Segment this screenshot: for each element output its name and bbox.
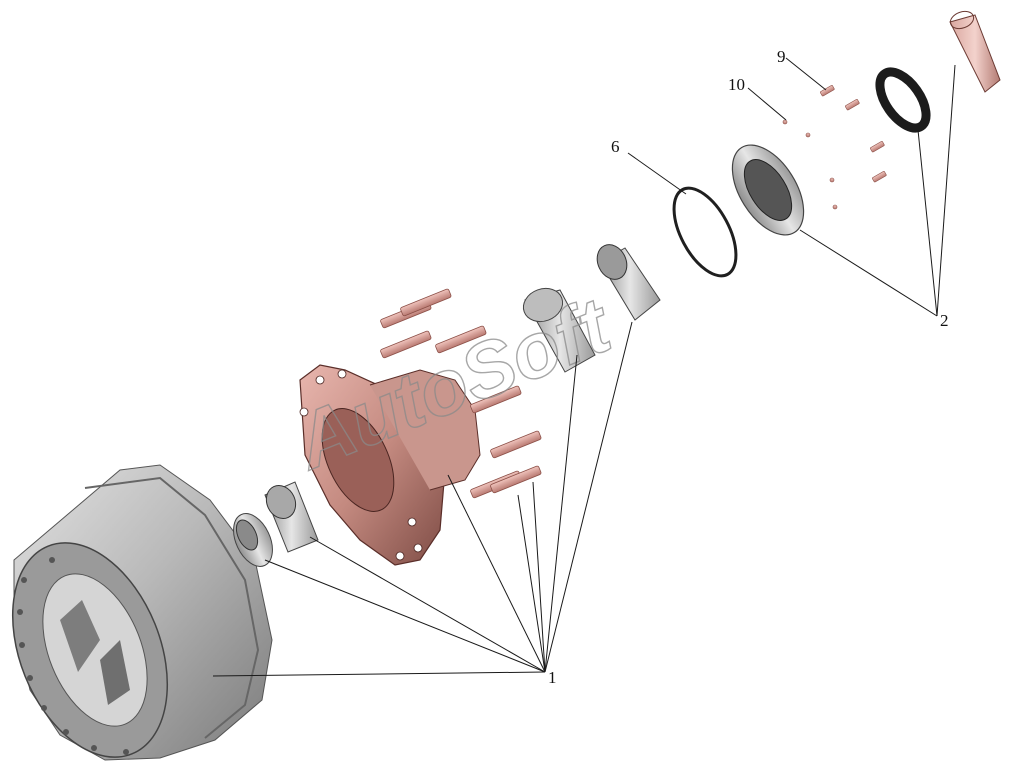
small-bearing-cup	[264, 481, 319, 553]
wear-ring	[949, 10, 1001, 93]
large-bearing-cup	[522, 287, 596, 373]
callout-9: 9	[777, 47, 786, 66]
seal-housing	[731, 144, 805, 236]
oil-seal	[875, 67, 931, 133]
callout-2: 2	[940, 311, 949, 330]
callout-6: 6	[611, 137, 620, 156]
leader-lines	[212, 57, 956, 677]
callout-10: 10	[728, 75, 745, 94]
large-bearing-cone	[596, 244, 661, 321]
small-bearing-cone	[233, 513, 273, 567]
wheel-hub	[299, 364, 481, 566]
callout-1: 1	[548, 668, 557, 687]
brake-drum	[11, 464, 273, 761]
hub-bolts	[380, 288, 542, 499]
cover-screws	[782, 85, 887, 210]
lock-ring	[672, 186, 738, 278]
